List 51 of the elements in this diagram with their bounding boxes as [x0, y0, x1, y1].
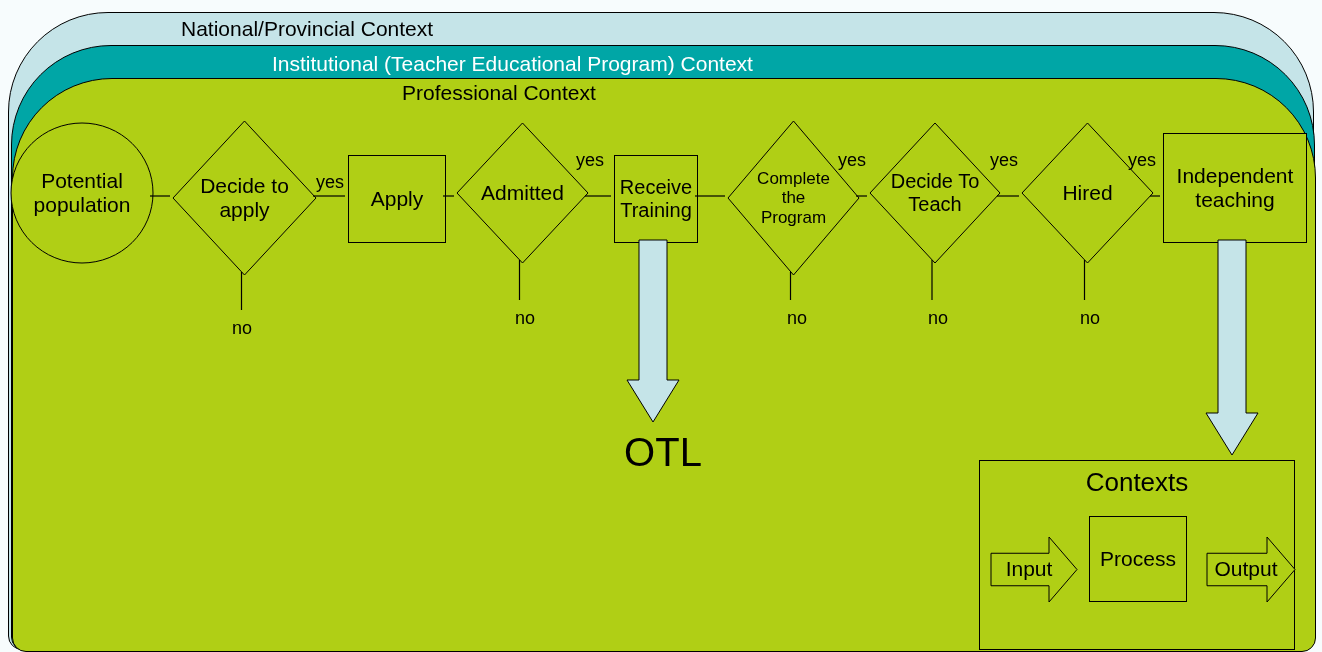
process-box	[1089, 516, 1187, 602]
node-text: Decide to apply	[199, 173, 290, 223]
frame-title: Contexts	[1084, 467, 1190, 498]
block-arrow	[626, 239, 680, 423]
outcome-label: OTL	[611, 427, 715, 477]
edge-label: yes	[990, 150, 1018, 171]
outcome-label: no	[508, 305, 542, 331]
edge-label: yes	[576, 150, 604, 171]
edge-label: yes	[1128, 150, 1156, 171]
process-box	[348, 155, 446, 243]
connector-line	[789, 271, 792, 301]
node-text: Decide To Teach	[889, 170, 981, 216]
node-text: Admitted	[481, 180, 564, 206]
connector-line	[240, 271, 243, 311]
decision-diamond	[173, 121, 316, 275]
context-title: Institutional (Teacher Educational Program) Context	[272, 52, 753, 76]
connector-line	[518, 259, 521, 301]
outcome-label: no	[1073, 305, 1107, 331]
outcome-label: no	[780, 305, 814, 331]
connector-line	[584, 195, 612, 197]
connector-line	[149, 195, 171, 197]
node-text: Process	[1100, 546, 1176, 572]
edge-label: yes	[316, 172, 344, 193]
process-box	[614, 155, 698, 243]
block-arrow-shape	[1207, 537, 1295, 602]
context-title: National/Provincial Context	[181, 17, 434, 41]
block-arrow	[1205, 239, 1259, 456]
connector-line	[442, 195, 455, 197]
block-arrow-shape	[991, 537, 1077, 602]
connector-line	[855, 195, 868, 197]
connector-line	[996, 195, 1020, 197]
node-text: Independent teaching	[1175, 163, 1295, 213]
outcome-label: no	[225, 315, 259, 341]
context-title: Professional Context	[402, 81, 596, 105]
node-text: Output	[1214, 557, 1279, 582]
node-text: Apply	[370, 186, 424, 212]
node-text: Potential population	[32, 168, 132, 218]
node-text: Input	[1005, 557, 1054, 582]
outcome-label: no	[921, 305, 955, 331]
connector-line	[694, 195, 726, 197]
connector-line	[1083, 259, 1086, 301]
process-box	[1163, 133, 1307, 243]
contexts-frame	[979, 460, 1295, 650]
connector-line	[312, 195, 346, 197]
connector-line	[1149, 195, 1161, 197]
start-circle	[11, 123, 153, 263]
edge-label: yes	[838, 150, 866, 171]
node-text: Hired	[1062, 180, 1113, 206]
node-text: Receive Training	[618, 176, 694, 222]
connector-line	[931, 259, 933, 301]
node-text: Complete the Program	[756, 168, 831, 228]
